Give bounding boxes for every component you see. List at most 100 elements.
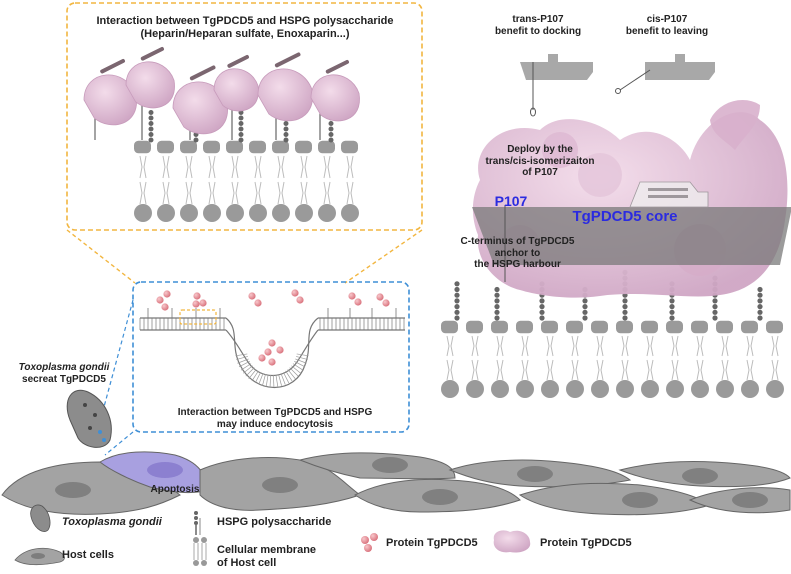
lipid-head [272,204,290,222]
lipid-head [466,320,483,334]
host-cell [518,482,712,516]
hspg-bead [712,315,718,321]
lipid-head [180,204,198,222]
cterm-label-line2: anchor to [494,247,541,259]
protein-dot [163,290,171,298]
hspg-bead [757,304,763,310]
cell-nucleus [682,468,718,484]
legend-membrane-line1: Cellular membrane [217,544,317,556]
legend-hspg-label: HSPG polysaccharide [217,516,332,528]
lipid-head [466,380,484,398]
protein-dot [382,299,390,307]
protein-surface [310,74,360,122]
lipid-head [766,380,784,398]
protein-dot [376,293,384,301]
protein-dot [254,299,262,307]
endocytosis-panel-border [132,281,410,433]
hspg-bead [148,115,154,121]
toxo-label-line1: Toxoplasma gondii [18,362,110,373]
legend-protein-surface-label: Protein TgPDCD5 [540,537,632,549]
protein-dot [193,292,201,300]
lipid-head [272,140,289,154]
lipid-head [616,320,633,334]
zoom-panel-border [66,2,423,231]
protein-dot [248,292,256,300]
hspg-bead [622,304,628,310]
cell-nucleus [262,477,298,493]
hspg-bead [494,309,500,315]
hspg-bead [454,281,460,287]
hspg-bead [669,315,675,321]
lipid-head [766,320,783,334]
hspg-bead [148,121,154,126]
core-label: TgPDCD5 core [572,208,678,225]
cis-label-line2: benefit to leaving [625,25,709,37]
lipid-head [566,320,583,334]
hspg-bead [757,292,763,298]
apoptosis-label: Apoptosis [150,484,200,495]
endo-label-line1: Interaction between TgPDCD5 and HSPG [177,407,373,418]
endo-protein-dots [156,289,390,366]
lipid-head [516,320,533,334]
lipid-head [591,320,608,334]
endo-label-line2: may induce endocytosis [216,418,334,430]
lipid-head [295,204,313,222]
endo-zoom-box [179,309,217,325]
hspg-bead [582,309,588,315]
cell-nucleus [147,462,183,478]
trans-label-line2: benefit to docking [494,25,582,37]
lipid-head [318,140,335,154]
hspg-bead [494,298,500,304]
lipid-head [203,204,221,222]
toxo-label: Toxoplasma gondii secreat TgPDCD5 [0,362,128,385]
zoom-connector-left [66,229,136,284]
cell-nucleus [55,482,91,498]
trans-label: trans-P107 benefit to docking [488,14,588,37]
protein-surface [213,68,259,112]
legend-toxo-icon [30,504,51,532]
lipid-head [226,204,244,222]
hspg-bead [328,121,334,126]
zoom-connector-right [344,229,423,284]
hspg-bead [669,298,675,304]
hspg-bead [148,126,154,132]
zoom-panel [66,2,423,284]
hspg-bead [283,121,289,126]
cell-nucleus [372,457,408,473]
lipid-head [491,320,508,334]
hspg-bead [622,309,628,315]
deploy-label-line2: trans/cis-isomerizaiton [485,155,595,167]
cterm-label-line1: C-terminus of TgPDCD5 [460,236,575,247]
hspg-bead [539,304,545,310]
hspg-bead [494,292,500,298]
hspg-bead [539,315,545,321]
hspg-bead [494,315,500,321]
hspg-bead [454,298,460,304]
p107-label: P107 [494,193,528,209]
hspg-bead [582,304,588,310]
lipid-head [616,380,634,398]
endocytosis-panel [94,281,410,456]
hspg-bead [238,115,244,121]
hspg-bead [712,309,718,315]
hspg-bead [238,121,244,126]
protein-dot [258,354,266,362]
hspg-bead [757,309,763,315]
lipid-head [491,380,509,398]
lipid-head [318,204,336,222]
lipid-head [226,140,243,154]
cis-label: cis-P107 benefit to leaving [612,14,722,37]
hspg-bead [539,309,545,315]
hspg-bead [148,132,154,137]
hspg-bead [328,137,334,143]
hspg-bead [757,298,763,304]
legend-icons [14,504,531,566]
protein-dot [264,348,272,356]
legend-membrane-label: Cellular membrane of Host cell [217,544,316,570]
lipid-head [666,380,684,398]
hspg-bead [582,298,588,304]
hspg-bead [622,315,628,321]
lipid-head [295,140,312,154]
hspg-bead [454,286,460,293]
hspg-bead [712,298,718,304]
